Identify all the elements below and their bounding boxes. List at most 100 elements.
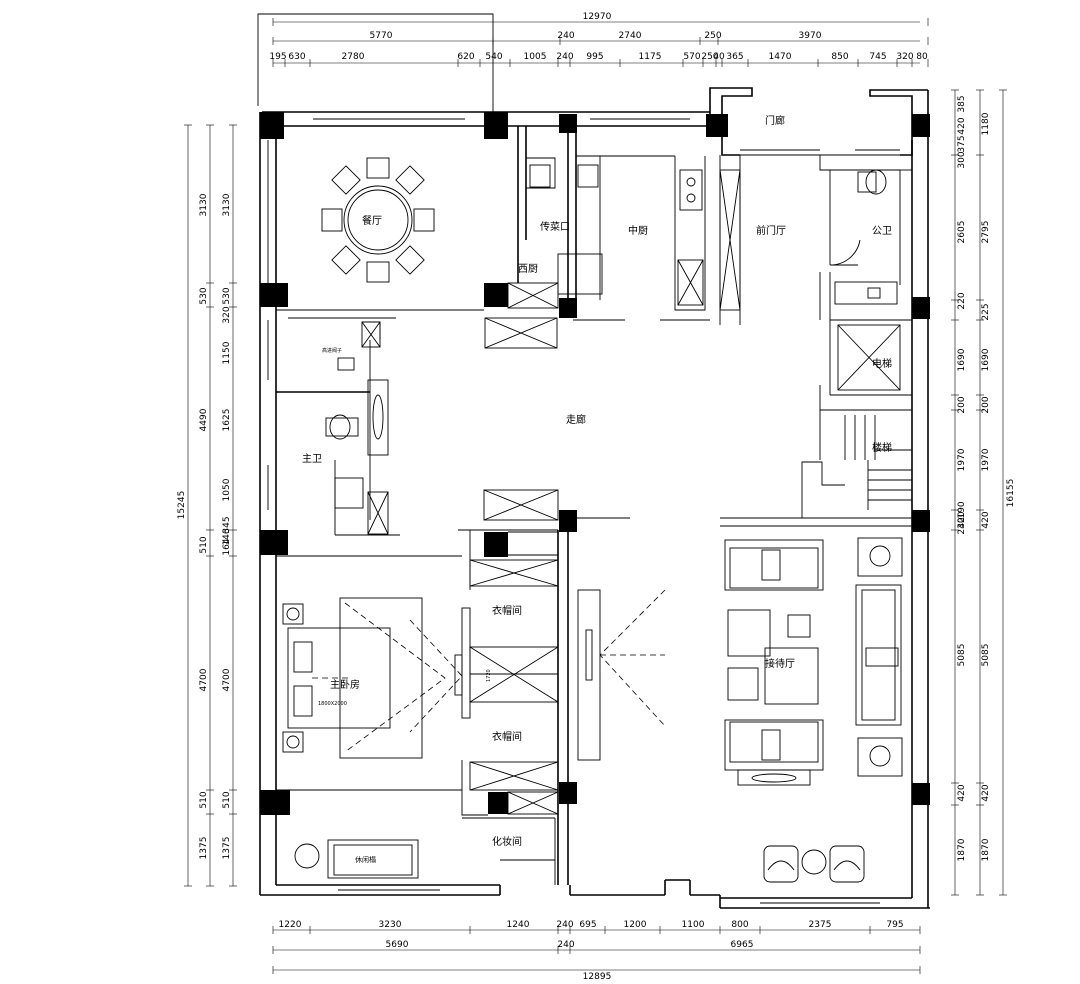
- wardrobe-fittings: [409, 589, 666, 761]
- right-outer-dim: 1180: [981, 112, 991, 135]
- bedroom-furniture: [282, 597, 446, 879]
- left-outer-dim: 4700: [199, 668, 209, 691]
- top-detail-dim: 995: [586, 52, 603, 62]
- wardrobe-dim-label: 1720: [486, 669, 492, 682]
- room-label-corridor: 走廊: [566, 413, 586, 426]
- top-mid-dim: 5770: [370, 31, 393, 41]
- top-mid-dim: 240: [557, 31, 574, 41]
- right-inner-dim: 200: [957, 396, 967, 413]
- bottom-detail-dim: 1220: [279, 920, 302, 930]
- left-outer-dim: 4490: [199, 408, 209, 431]
- columns: [260, 112, 930, 815]
- room-label-public-wc: 公卫: [872, 226, 892, 237]
- left-inner-dim: 1625: [222, 409, 232, 432]
- top-detail-dim: 2780: [342, 52, 365, 62]
- left-outer-dim: 530: [199, 287, 209, 304]
- bottom-total-dim: 12895: [583, 972, 612, 982]
- right-inner-dim: 1690: [957, 348, 967, 371]
- top-mid-dim: 3970: [799, 31, 822, 41]
- right-inner-dim: 1970: [957, 448, 967, 471]
- room-label-west-kitchen: 西厨: [518, 263, 538, 275]
- top-detail-dim: 250: [701, 52, 718, 62]
- room-label-wardrobe-top: 衣帽间: [492, 604, 522, 617]
- left-inner-dim: 146: [222, 528, 232, 545]
- left-inner-dim: 1150: [222, 341, 232, 364]
- drawing-frame: [257, 13, 494, 112]
- right-inner-dim: 230: [957, 517, 967, 534]
- right-dimensions: 16155 1180279522516902001970420508542018…: [951, 89, 1016, 896]
- left-inner-dim: 530: [222, 287, 232, 304]
- right-outer-dim: 200: [981, 396, 991, 413]
- top-mid-dim: 2740: [619, 31, 642, 41]
- right-inner-dim: 190: [957, 501, 967, 518]
- top-detail-dim: 365: [726, 52, 743, 62]
- bottom-mid-dim: 6965: [731, 940, 754, 950]
- left-inner-dim: 1375: [222, 837, 232, 860]
- left-outer-dim: 1375: [199, 837, 209, 860]
- right-outer-dim: 5085: [981, 644, 991, 667]
- bed-size-label: 1800X2000: [318, 701, 347, 707]
- reception-furniture: [724, 537, 903, 883]
- left-inner-dim: 4700: [222, 668, 232, 691]
- right-inner-dim: 375: [957, 135, 967, 152]
- right-outer-dim: 1870: [981, 838, 991, 861]
- room-label-master-bath: 主卫: [302, 453, 322, 465]
- left-outer-dim: 510: [199, 791, 209, 808]
- top-detail-dim: 745: [869, 52, 886, 62]
- lounge-label: 休闲榻: [355, 855, 376, 864]
- top-detail-dim: 1005: [524, 52, 547, 62]
- left-dimensions: 15245 3130530449051047005101375313053032…: [177, 124, 237, 887]
- bottom-mid-dim: 240: [557, 940, 574, 950]
- top-total-dim: 12970: [583, 12, 612, 22]
- right-inner-dim: 385: [957, 95, 967, 112]
- left-inner-dim: 3130: [222, 193, 232, 216]
- dining-furniture: [321, 157, 435, 283]
- bottom-detail-dim: 695: [579, 920, 596, 930]
- room-label-makeup: 化妆间: [492, 835, 522, 848]
- top-mid-dim: 250: [704, 31, 721, 41]
- room-labels: 餐厅 传菜口 西厨 中厨 门廊 前门厅 公卫 电梯 楼梯 走廊 主卫 衣帽间 衣…: [302, 114, 892, 864]
- top-detail-dim: 540: [485, 52, 502, 62]
- right-outer-dim: 1970: [981, 448, 991, 471]
- top-detail-dim: 195: [269, 52, 286, 62]
- room-label-elevator: 电梯: [872, 357, 892, 370]
- left-inner-dim: 1050: [222, 478, 232, 501]
- left-total-dim: 15245: [177, 491, 187, 520]
- left-inner-dim: 345: [222, 516, 232, 533]
- top-detail-dim: 570: [683, 52, 700, 62]
- room-label-master-bedroom: 主卧房: [330, 678, 360, 691]
- top-detail-dim: 1470: [769, 52, 792, 62]
- top-detail-dim: 620: [457, 52, 474, 62]
- left-outer-dim: 510: [199, 536, 209, 553]
- left-inner-dim: 164: [222, 538, 232, 555]
- bottom-detail-dim: 800: [731, 920, 748, 930]
- left-inner-dim: 510: [222, 791, 232, 808]
- room-label-stairs: 楼梯: [872, 441, 892, 454]
- top-detail-dim: 850: [831, 52, 848, 62]
- right-inner-dim: 420: [957, 117, 967, 134]
- room-label-serving: 传菜口: [540, 221, 570, 233]
- top-detail-dim: 240: [556, 52, 573, 62]
- right-outer-dim: 420: [981, 784, 991, 801]
- bottom-detail-dim: 1100: [682, 920, 705, 930]
- right-inner-dim: 2605: [957, 221, 967, 244]
- top-detail-dim: 80: [916, 52, 928, 62]
- room-label-porch: 门廊: [765, 114, 785, 127]
- bottom-detail-dim: 1240: [507, 920, 530, 930]
- right-outer-dim: 225: [981, 303, 991, 320]
- right-inner-dim: 300: [957, 151, 967, 168]
- room-label-foyer: 前门厅: [756, 224, 786, 237]
- bath-fixture-label: 高进阀子: [322, 347, 342, 354]
- top-detail-dim: 1175: [639, 52, 662, 62]
- bottom-detail-dim: 795: [886, 920, 903, 930]
- top-detail-dim: 40: [713, 52, 725, 62]
- bottom-detail-dim: 3230: [379, 920, 402, 930]
- right-total-dim: 16155: [1006, 479, 1016, 508]
- bottom-mid-dim: 5690: [386, 940, 409, 950]
- right-inner-dim: 420: [957, 784, 967, 801]
- right-inner-dim: 1870: [957, 838, 967, 861]
- room-label-dining: 餐厅: [362, 214, 382, 227]
